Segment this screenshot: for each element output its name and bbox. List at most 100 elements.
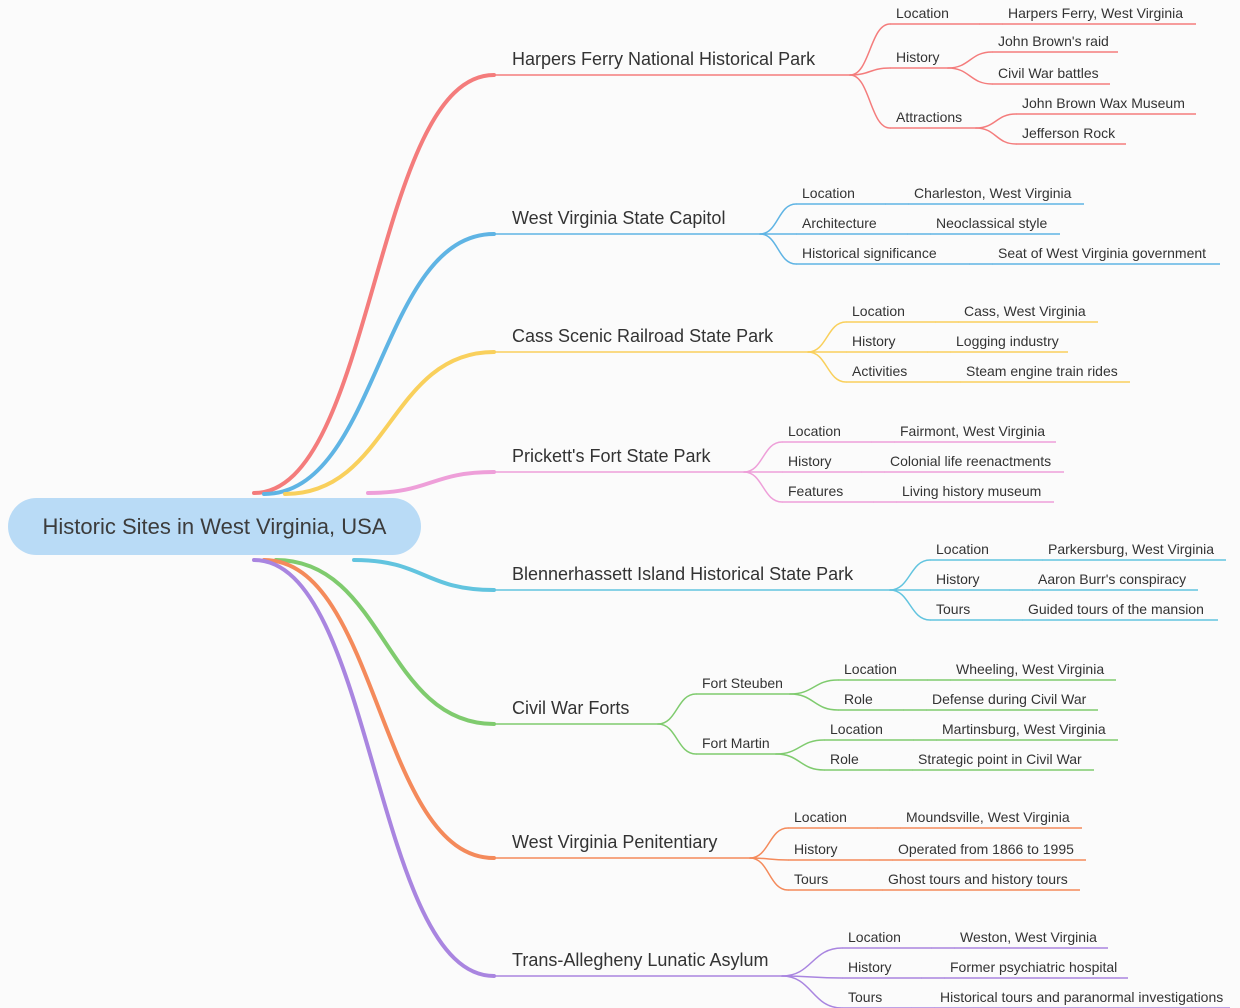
leaf-operated-from-1866-to-1995[interactable]: Operated from 1866 to 1995 — [898, 841, 1074, 857]
root-node[interactable]: Historic Sites in West Virginia, USA — [8, 498, 421, 555]
node-location[interactable]: Location — [802, 185, 855, 201]
connector-attractions — [849, 74, 891, 129]
connector-role — [789, 693, 839, 711]
connector-location — [743, 441, 783, 473]
branch-cass-scenic-railroad-state-park[interactable]: Cass Scenic Railroad State Park — [512, 326, 774, 346]
leaf-charleston-west-virginia[interactable]: Charleston, West Virginia — [914, 185, 1072, 201]
branch-connector-civil-war-forts — [274, 558, 496, 726]
node-tours[interactable]: Tours — [848, 989, 882, 1005]
branch-connector-cass-scenic-railroad-state-park — [283, 350, 496, 496]
node-fort-martin[interactable]: Fort Martin — [702, 735, 770, 751]
leaf-steam-engine-train-rides[interactable]: Steam engine train rides — [966, 363, 1118, 379]
node-location[interactable]: Location — [848, 929, 901, 945]
branch-connector-prickett-s-fort-state-park — [366, 470, 496, 495]
leaf-martinsburg-west-virginia[interactable]: Martinsburg, West Virginia — [942, 721, 1106, 737]
connector-layer — [252, 23, 1230, 1008]
leaf-wheeling-west-virginia[interactable]: Wheeling, West Virginia — [956, 661, 1104, 677]
node-attractions[interactable]: Attractions — [896, 109, 962, 125]
node-historical-significance[interactable]: Historical significance — [802, 245, 937, 261]
node-location[interactable]: Location — [830, 721, 883, 737]
leaf-guided-tours-of-the-mansion[interactable]: Guided tours of the mansion — [1028, 601, 1204, 617]
node-features[interactable]: Features — [788, 483, 843, 499]
leaf-fairmont-west-virginia[interactable]: Fairmont, West Virginia — [900, 423, 1045, 439]
label-layer: Harpers Ferry National Historical ParkLo… — [512, 5, 1223, 1005]
leaf-strategic-point-in-civil-war[interactable]: Strategic point in Civil War — [918, 751, 1082, 767]
node-history[interactable]: History — [936, 571, 980, 587]
branch-west-virginia-state-capitol[interactable]: West Virginia State Capitol — [512, 208, 725, 228]
leaf-parkersburg-west-virginia[interactable]: Parkersburg, West Virginia — [1048, 541, 1214, 557]
node-location[interactable]: Location — [936, 541, 989, 557]
connector-location — [781, 947, 843, 977]
leaf-colonial-life-reenactments[interactable]: Colonial life reenactments — [890, 453, 1051, 469]
connector-location — [789, 679, 839, 695]
branch-blennerhassett-island-historical-state-park[interactable]: Blennerhassett Island Historical State P… — [512, 564, 854, 584]
connector-jefferson-rock — [975, 127, 1017, 145]
branch-prickett-s-fort-state-park[interactable]: Prickett's Fort State Park — [512, 446, 711, 466]
leaf-logging-industry[interactable]: Logging industry — [956, 333, 1059, 349]
leaf-civil-war-battles[interactable]: Civil War battles — [998, 65, 1099, 81]
connector-john-brown-s-raid — [947, 51, 993, 69]
branch-connector-west-virginia-state-capitol — [262, 232, 496, 496]
node-fort-steuben[interactable]: Fort Steuben — [702, 675, 783, 691]
leaf-historical-tours-and-paranormal-investigations[interactable]: Historical tours and paranormal investig… — [940, 989, 1223, 1005]
branch-harpers-ferry-national-historical-park[interactable]: Harpers Ferry National Historical Park — [512, 49, 816, 69]
connector-history — [849, 67, 891, 76]
leaf-weston-west-virginia[interactable]: Weston, West Virginia — [960, 929, 1097, 945]
node-role[interactable]: Role — [844, 691, 873, 707]
connector-fort-martin — [657, 723, 697, 755]
connector-role — [775, 753, 825, 771]
leaf-living-history-museum[interactable]: Living history museum — [902, 483, 1041, 499]
node-location[interactable]: Location — [896, 5, 949, 21]
connector-fort-steuben — [657, 693, 697, 725]
connector-location — [749, 827, 789, 859]
branch-connector-harpers-ferry-national-historical-park — [252, 73, 496, 495]
root-label: Historic Sites in West Virginia, USA — [42, 513, 387, 539]
node-tours[interactable]: Tours — [794, 871, 828, 887]
connector-location — [807, 321, 847, 353]
connector-location — [759, 203, 797, 235]
connector-tours — [749, 857, 789, 891]
leaf-neoclassical-style[interactable]: Neoclassical style — [936, 215, 1047, 231]
leaf-harpers-ferry-west-virginia[interactable]: Harpers Ferry, West Virginia — [1008, 5, 1183, 21]
leaf-aaron-burr-s-conspiracy[interactable]: Aaron Burr's conspiracy — [1038, 571, 1186, 587]
node-history[interactable]: History — [896, 49, 940, 65]
branch-trans-allegheny-lunatic-asylum[interactable]: Trans-Allegheny Lunatic Asylum — [512, 950, 768, 970]
leaf-john-brown-wax-museum[interactable]: John Brown Wax Museum — [1022, 95, 1185, 111]
branch-connector-blennerhassett-island-historical-state-park — [352, 558, 496, 592]
leaf-ghost-tours-and-history-tours[interactable]: Ghost tours and history tours — [888, 871, 1068, 887]
node-role[interactable]: Role — [830, 751, 859, 767]
branch-west-virginia-penitentiary[interactable]: West Virginia Penitentiary — [512, 832, 717, 852]
node-history[interactable]: History — [788, 453, 832, 469]
leaf-moundsville-west-virginia[interactable]: Moundsville, West Virginia — [906, 809, 1070, 825]
node-location[interactable]: Location — [844, 661, 897, 677]
connector-historical-significance — [759, 233, 797, 265]
leaf-former-psychiatric-hospital[interactable]: Former psychiatric hospital — [950, 959, 1117, 975]
leaf-cass-west-virginia[interactable]: Cass, West Virginia — [964, 303, 1086, 319]
leaf-john-brown-s-raid[interactable]: John Brown's raid — [998, 33, 1109, 49]
leaf-seat-of-west-virginia-government[interactable]: Seat of West Virginia government — [998, 245, 1206, 261]
node-activities[interactable]: Activities — [852, 363, 907, 379]
node-location[interactable]: Location — [788, 423, 841, 439]
connector-location — [775, 739, 825, 755]
branch-civil-war-forts[interactable]: Civil War Forts — [512, 698, 629, 718]
connector-features — [743, 471, 783, 503]
connector-activities — [807, 351, 847, 383]
leaf-jefferson-rock[interactable]: Jefferson Rock — [1022, 125, 1116, 141]
connector-location — [889, 559, 931, 591]
node-location[interactable]: Location — [794, 809, 847, 825]
node-history[interactable]: History — [848, 959, 892, 975]
connector-location — [849, 23, 891, 76]
node-location[interactable]: Location — [852, 303, 905, 319]
node-history[interactable]: History — [794, 841, 838, 857]
branch-connector-west-virginia-penitentiary — [262, 558, 496, 860]
connector-tours — [889, 589, 931, 621]
node-architecture[interactable]: Architecture — [802, 215, 877, 231]
leaf-defense-during-civil-war[interactable]: Defense during Civil War — [932, 691, 1087, 707]
connector-john-brown-wax-museum — [975, 113, 1017, 129]
connector-civil-war-battles — [947, 67, 993, 85]
branch-connector-trans-allegheny-lunatic-asylum — [252, 558, 496, 978]
connector-tours — [781, 975, 843, 1008]
node-history[interactable]: History — [852, 333, 896, 349]
node-tours[interactable]: Tours — [936, 601, 970, 617]
